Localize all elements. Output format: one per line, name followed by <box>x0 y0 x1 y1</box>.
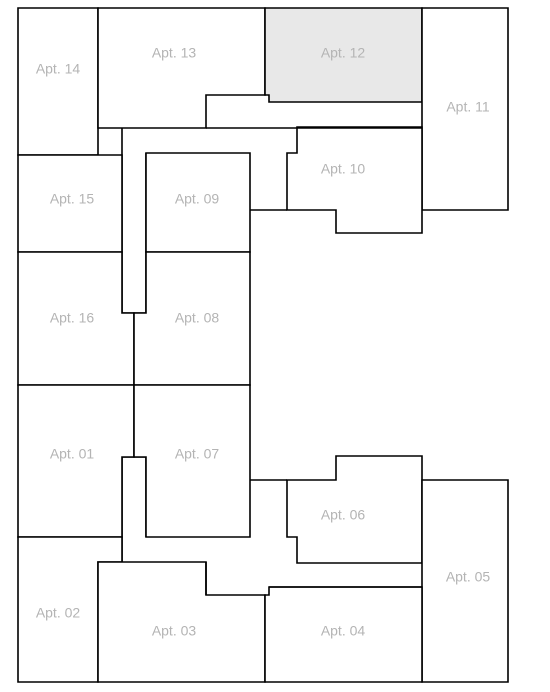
apt-14[interactable]: Apt. 14 <box>17 7 99 156</box>
apt-15-label: Apt. 15 <box>50 191 95 207</box>
south-corridor-edge <box>205 562 422 595</box>
apt-04-label: Apt. 04 <box>321 623 366 639</box>
apt-16[interactable]: Apt. 16 <box>17 251 135 386</box>
apt-08-label: Apt. 08 <box>175 310 220 326</box>
apt-14-label: Apt. 14 <box>36 61 81 77</box>
apt-02[interactable]: Apt. 02 <box>17 536 123 683</box>
apt-01[interactable]: Apt. 01 <box>17 384 135 538</box>
upper-corridor-wall <box>121 128 147 314</box>
apt-07[interactable]: Apt. 07 <box>133 384 251 538</box>
apt-06-label: Apt. 06 <box>321 507 366 523</box>
apt-03[interactable]: Apt. 03 <box>97 561 266 683</box>
apt-12-label: Apt. 12 <box>321 45 366 61</box>
apt-05-label: Apt. 05 <box>446 569 491 585</box>
apt-13-label: Apt. 13 <box>152 45 197 61</box>
apt-01-label: Apt. 01 <box>50 446 95 462</box>
apt-11[interactable]: Apt. 11 <box>421 7 509 211</box>
corridor-edges <box>205 127 422 595</box>
apt-12[interactable]: Apt. 12 <box>264 7 423 103</box>
apt-10-label: Apt. 10 <box>321 161 366 177</box>
apt-10[interactable]: Apt. 10 <box>286 126 423 234</box>
apt-13[interactable]: Apt. 13 <box>97 7 266 129</box>
apt-04[interactable]: Apt. 04 <box>264 586 423 683</box>
apt-09-label: Apt. 09 <box>175 191 220 207</box>
apt-03-label: Apt. 03 <box>152 623 197 639</box>
apt-07-label: Apt. 07 <box>175 446 220 462</box>
apt-05[interactable]: Apt. 05 <box>421 479 509 683</box>
apt-11-label: Apt. 11 <box>446 99 490 115</box>
apt-02-label: Apt. 02 <box>36 605 81 621</box>
apt-06[interactable]: Apt. 06 <box>286 455 423 564</box>
apt-15[interactable]: Apt. 15 <box>17 154 123 253</box>
apt-16-label: Apt. 16 <box>50 310 95 326</box>
apt-08[interactable]: Apt. 08 <box>133 251 251 386</box>
apt-09[interactable]: Apt. 09 <box>145 152 251 253</box>
lower-corridor-wall <box>121 456 147 562</box>
